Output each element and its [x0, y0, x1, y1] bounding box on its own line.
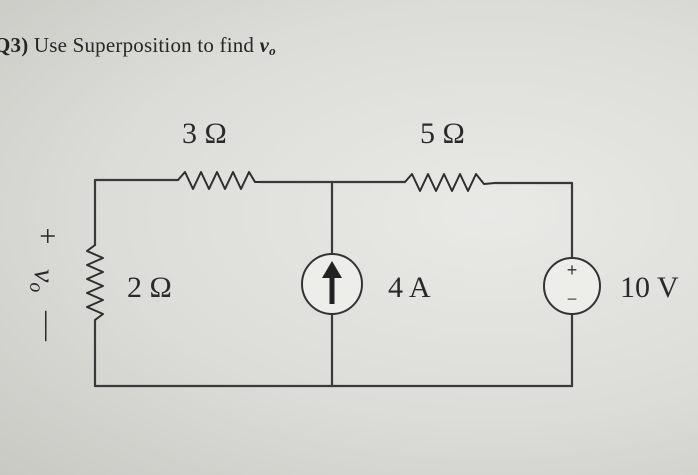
voltage-source-minus: −	[567, 289, 578, 309]
resistor-3-ohm	[177, 171, 260, 190]
wire-top-left	[93, 178, 180, 247]
label-5-ohm: 5 Ω	[420, 117, 465, 150]
arrow-up-icon	[322, 261, 342, 278]
voltage-source-circle	[543, 257, 601, 315]
vo-label-group: vo	[25, 269, 61, 292]
label-2-ohm: 2 Ω	[127, 271, 172, 304]
voltage-source-plus: +	[567, 260, 578, 280]
wire-top-right	[493, 181, 574, 260]
question-variable-subscript: o	[269, 43, 276, 58]
question-number: Q3)	[0, 33, 29, 57]
resistor-5-ohm	[404, 173, 496, 192]
current-source	[301, 253, 363, 315]
vo-minus-sign: —	[32, 310, 65, 342]
label-vo: vo	[25, 269, 61, 292]
label-3-ohm: 3 Ω	[182, 117, 227, 150]
label-4-amp: 4 A	[388, 271, 431, 304]
vo-plus-sign: +	[31, 228, 64, 245]
question-heading: Q3) Use Superposition to find vo	[0, 33, 276, 59]
voltage-source: + −	[543, 257, 601, 315]
question-variable: v	[259, 33, 270, 57]
label-10-volt: 10 V	[620, 271, 679, 304]
resistor-2-ohm	[86, 244, 104, 321]
question-text: Use Superposition to find	[33, 33, 255, 57]
